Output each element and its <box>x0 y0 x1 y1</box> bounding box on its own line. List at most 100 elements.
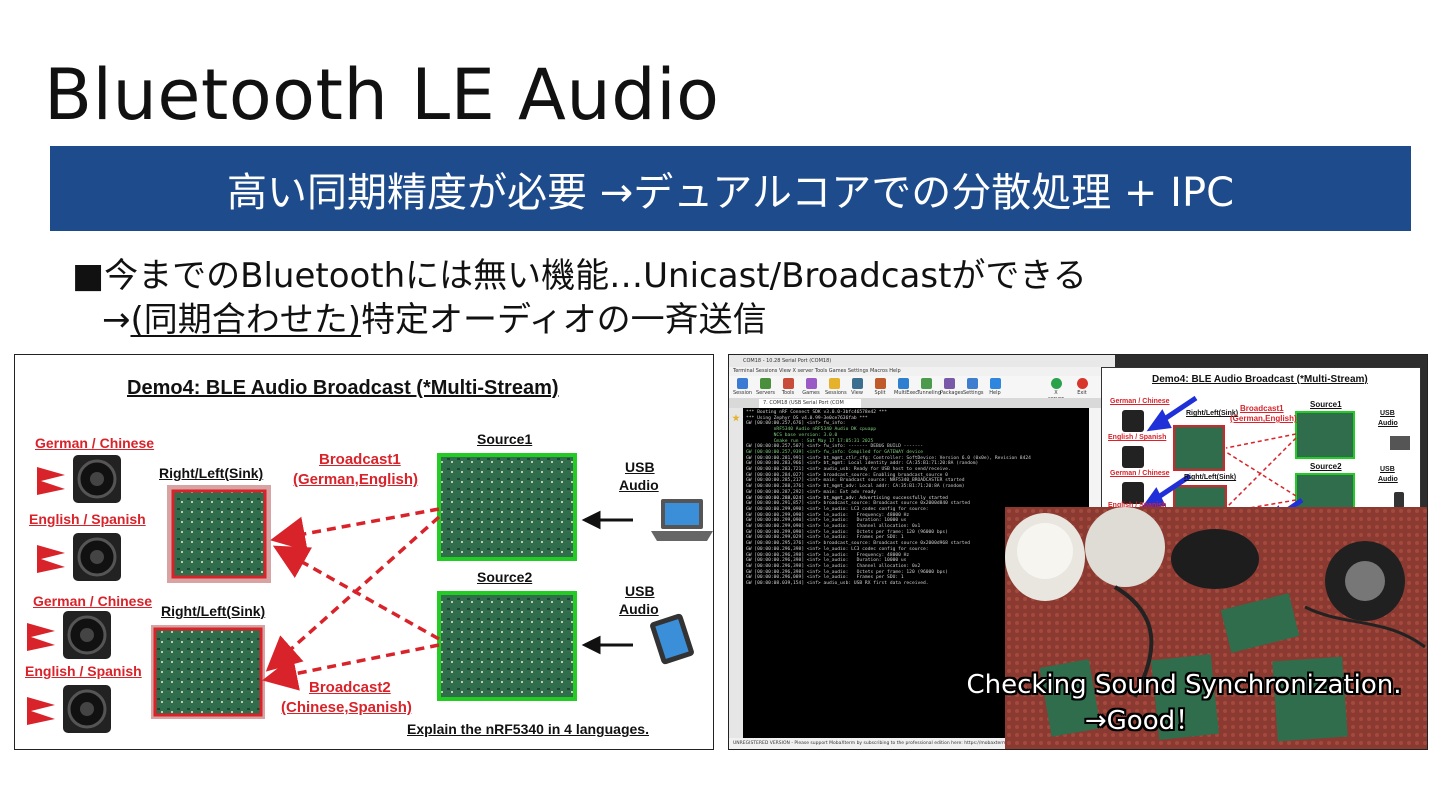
audio-label: Audio <box>619 477 659 493</box>
language-label: English / Spanish <box>25 663 142 679</box>
xserver-icon <box>1050 378 1062 389</box>
settings-icon <box>966 378 978 389</box>
tab-terminal[interactable]: 7. COM18 (USB Serial Port (COM <box>759 399 861 408</box>
terminal-line: GW [00:00:00.257,939] <inf> fw_info: Com… <box>746 449 924 455</box>
terminal-line: GW [00:00:00.299,090] <inf> le_audio: Ch… <box>746 524 921 530</box>
inset-language-label: German / Chinese <box>1110 398 1170 405</box>
arrow-prefix: → <box>102 300 131 340</box>
menu-bar[interactable]: Terminal Sessions View X server Tools Ga… <box>733 368 901 374</box>
toolbar-label: MultiExec <box>894 390 919 396</box>
toolbar-label: Tools <box>781 390 795 396</box>
terminal-line: GW [00:00:00.287,292] <inf> main: Ext ad… <box>746 489 876 495</box>
inset-broadcast1-languages: (German,English) <box>1230 414 1297 423</box>
toolbar-label: Exit <box>1077 390 1087 396</box>
terminal-line: *** Booting nRF Connect SDK v3.0.0-3bfc4… <box>746 410 888 415</box>
terminal-line: GW [00:00:00.296,398] <inf> le_audio: Du… <box>746 558 907 564</box>
broadcast2-label: Broadcast2 <box>309 679 391 696</box>
toolbar-tunneling-button[interactable]: Tunneling <box>917 378 941 396</box>
speaker-icon <box>73 533 121 581</box>
broadcast2-languages: (Chinese,Spanish) <box>281 699 412 716</box>
toolbar-label: Tunneling <box>917 390 941 396</box>
page-title: Bluetooth LE Audio <box>44 54 720 136</box>
caption-line-2: →Good！ <box>1084 706 1202 736</box>
inset-broadcast1-label: Broadcast1 <box>1240 404 1284 413</box>
toolbar-split-button[interactable]: Split <box>871 378 889 396</box>
speaker-icon <box>63 611 111 659</box>
sink-board-2 <box>153 627 263 717</box>
broadcast1-languages: (German,English) <box>293 471 419 488</box>
terminal-line: GW [00:00:00.283,721] <inf> audio_usb: R… <box>746 467 951 473</box>
servers-icon <box>759 378 771 389</box>
toolbar-help-button[interactable]: Help <box>986 378 1004 396</box>
sidebar <box>729 408 743 738</box>
star-icon <box>828 378 840 389</box>
toolbar-label: View <box>851 390 863 396</box>
toolbar-label: Settings <box>963 390 984 396</box>
toolbar-games-button[interactable]: Games <box>802 378 820 396</box>
terminal-line: GW [00:00:00.288,024] <inf> bt_mgmt_adv:… <box>746 495 948 501</box>
toolbar-settings-button[interactable]: Settings <box>963 378 984 396</box>
terminal-line: GW [00:00:00.296,089] <inf> le_audio: Fr… <box>746 575 904 581</box>
toolbar-sessions-button[interactable]: Sessions <box>825 378 847 396</box>
inset-audio-label: Audio <box>1378 476 1398 483</box>
toolbar-view-button[interactable]: View <box>848 378 866 396</box>
source2-label: Source2 <box>477 569 533 585</box>
inset-usb-label: USB <box>1380 410 1395 417</box>
toolbar-servers-button[interactable]: Servers <box>756 378 776 396</box>
usb-label: USB <box>625 459 655 475</box>
diagram-title: Demo4: BLE Audio Broadcast (*Multi-Strea… <box>127 377 559 399</box>
multiexec-icon <box>897 378 909 389</box>
sink-label: Right/Left(Sink) <box>161 603 266 619</box>
terminal-line: GW [00:00:00.291,857] <inf> broadcast_so… <box>746 501 971 507</box>
broadcast-diagram: Demo4: BLE Audio Broadcast (*Multi-Strea… <box>14 354 714 750</box>
diagram-graphics <box>27 453 713 733</box>
star-icon[interactable] <box>732 414 740 422</box>
tab-strip: 7. COM18 (USB Serial Port (COM <box>729 398 1101 408</box>
games-icon <box>805 378 817 389</box>
banner: 高い同期精度が必要 →デュアルコアでの分散処理 + IPC <box>50 146 1411 231</box>
inset-usb-label: USB <box>1380 466 1395 473</box>
status-bar: UNREGISTERED VERSION - Please support Mo… <box>729 738 1105 749</box>
speaker-icon <box>63 685 111 733</box>
toolbar-label: Sessions <box>825 390 847 396</box>
laptop-icon <box>651 499 713 541</box>
terminal-line: GW [00:00:00.299,090] <inf> le_audio: Oc… <box>746 529 948 535</box>
inset-sink-label: Right/Left(Sink) <box>1184 474 1237 481</box>
toolbar-x-server-button[interactable]: X server <box>1047 378 1065 402</box>
terminal-line: GW [00:00:00.299,090] <inf> le_audio: LC… <box>746 506 929 512</box>
tunneling-icon <box>920 378 932 389</box>
toolbar-session-button[interactable]: Session <box>733 378 752 396</box>
tools-icon <box>782 378 794 389</box>
toolbar-tools-button[interactable]: Tools <box>779 378 797 396</box>
terminal-line: GW [00:00:00.296,398] <inf> le_audio: Ch… <box>746 563 921 569</box>
photo-graphics <box>1005 507 1427 749</box>
inset-title: Demo4: BLE Audio Broadcast (*Multi-Strea… <box>1152 374 1368 385</box>
terminal-line: GW [00:00:00.285,217] <inf> main: Broadc… <box>746 478 965 484</box>
toolbar-label: Split <box>874 390 886 396</box>
terminal-line: nRF5340 Audio nRF5340 Audio DK cpuapp <box>746 427 876 433</box>
terminal-line: Cmake run : Sat May 17 17:05:31 2025 <box>746 438 874 444</box>
source-board-2 <box>437 591 577 701</box>
terminal-lines: *** Booting nRF Connect SDK v3.0.0-3bfc4… <box>746 410 1031 587</box>
toolbar-packages-button[interactable]: Packages <box>940 378 963 396</box>
inset-language-label: German / Chinese <box>1110 470 1170 477</box>
split-icon <box>874 378 886 389</box>
caption-line-1: Checking Sound Synchronization. <box>966 670 1402 700</box>
inset-source1-label: Source1 <box>1310 400 1342 409</box>
terminal-line: GW [00:00:00.257,676] <inf> fw_info: <box>746 421 846 427</box>
toolbar-multiexec-button[interactable]: MultiExec <box>894 378 918 396</box>
usb-arrows <box>581 510 633 655</box>
language-label: English / Spanish <box>29 511 146 527</box>
terminal-line: GW [00:00:08.039,154] <inf> audio_usb: U… <box>746 581 929 587</box>
diagram-footer: Explain the nRF5340 in 4 languages. <box>407 721 649 737</box>
toolbar-label: Servers <box>756 390 776 396</box>
terminal-line: GW [00:00:00.283,966] <inf> bt_mgmt: Loc… <box>746 461 979 467</box>
terminal-line: GW [00:00:00.296,398] <inf> le_audio: Fr… <box>746 552 910 558</box>
terminal-line: GW [00:00:00.288,376] <inf> bt_mgmt_adv:… <box>746 484 965 490</box>
source-board-1 <box>437 453 577 561</box>
window-title: COM18 - 10.28 Serial Port (COM18) <box>729 355 1115 367</box>
speaker-icon <box>73 455 121 503</box>
demo-screenshot: COM18 - 10.28 Serial Port (COM18) Termin… <box>728 354 1428 750</box>
toolbar-exit-button[interactable]: Exit <box>1073 378 1091 396</box>
